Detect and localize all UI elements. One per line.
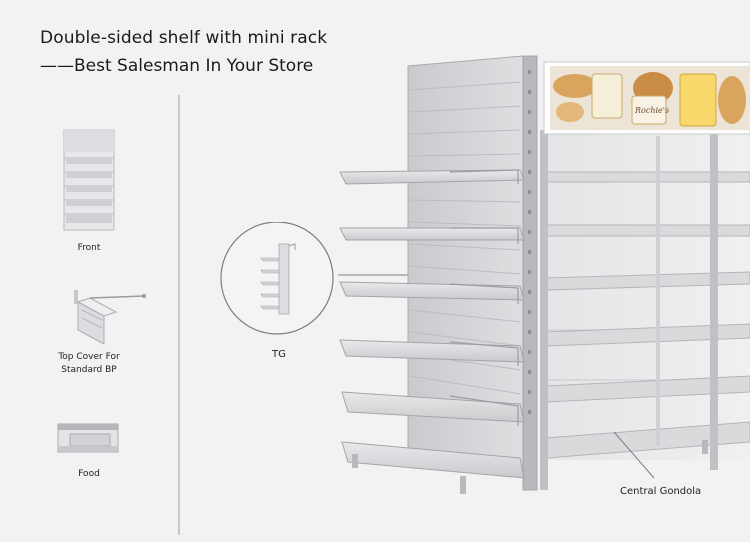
food-view-label: Food	[78, 469, 100, 479]
front-view-image	[62, 128, 118, 234]
top-cover-image	[60, 290, 150, 346]
banner-food-image	[553, 72, 746, 127]
tg-detail-circle	[217, 222, 341, 338]
front-view-label: Front	[77, 243, 101, 253]
top-cover-label: Top Cover For Standard BP	[58, 352, 120, 375]
main-shelf-illustration: Rochie's	[330, 50, 750, 505]
page-subtitle: ——Best Salesman In Your Store	[40, 56, 314, 76]
food-view-image	[56, 422, 122, 456]
section-divider	[178, 95, 180, 535]
page-title: Double-sided shelf with mini rack	[40, 28, 328, 48]
central-gondola-label: Central Gondola	[620, 486, 702, 497]
gondola-callout-line	[613, 431, 655, 479]
tg-label: TG	[272, 349, 286, 360]
banner-brand-text: Rochie's	[634, 106, 669, 115]
